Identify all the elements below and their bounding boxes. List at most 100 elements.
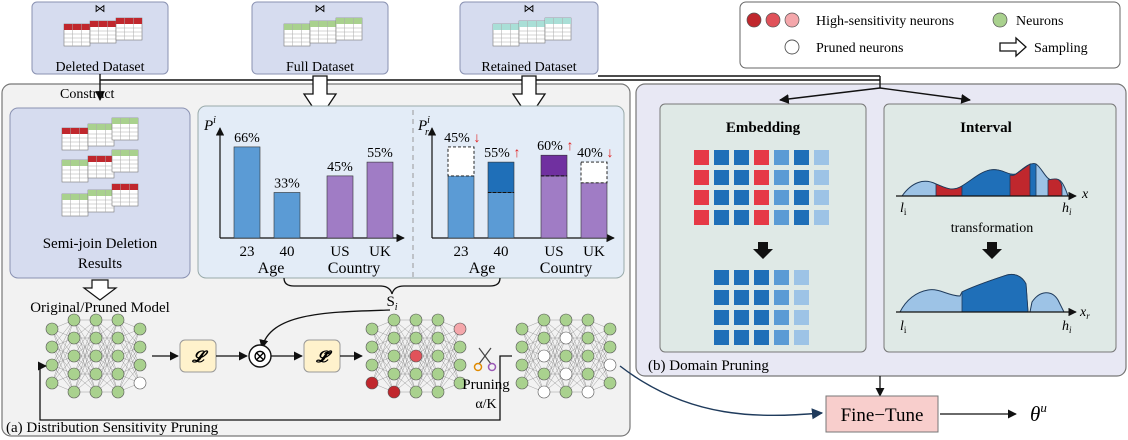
interval-high-region-3: [1047, 178, 1063, 197]
embedding-cell: [714, 150, 729, 165]
embedding-card: Embedding: [659, 103, 867, 353]
neuron: [409, 331, 423, 345]
neuron: [431, 349, 445, 363]
neuron: [515, 340, 529, 354]
legend-neurons: Neurons: [1016, 14, 1063, 29]
tick-UK: UK: [583, 244, 605, 260]
interval-l-top: li: [900, 201, 907, 217]
high-sens-neuron-light: [784, 12, 800, 28]
trend-US: ↑: [567, 139, 574, 154]
table-icon: [89, 20, 117, 44]
embedding-cell: [774, 170, 789, 185]
dataset-connectors: [95, 74, 971, 104]
neuron: [365, 358, 379, 372]
bar-40: [487, 192, 515, 239]
neuron: [537, 313, 551, 327]
embedding-cell: [814, 150, 829, 165]
left-age-label: Age: [258, 260, 285, 277]
bar-23: [447, 175, 475, 239]
neuron: [537, 367, 551, 381]
neuron: [387, 313, 401, 327]
neuron: [537, 349, 551, 363]
neuron: [67, 385, 81, 399]
embedding-cell: [774, 290, 789, 305]
left-country-label: Country: [328, 260, 380, 277]
embedding-cell: [774, 190, 789, 205]
neuron: [133, 358, 147, 372]
bar-label-US: 45%: [327, 160, 353, 175]
bar-23: [233, 146, 261, 239]
neuron: [603, 376, 617, 390]
embedding-cell: [714, 330, 729, 345]
bar-label-23: 66%: [234, 131, 260, 146]
neuron: [45, 340, 59, 354]
neuron: [111, 349, 125, 363]
bar-UK: [366, 161, 394, 239]
neuron: [559, 385, 573, 399]
neuron: [453, 340, 467, 354]
left-ylabel: Pi: [203, 115, 216, 134]
table-icon: [518, 20, 546, 44]
ratio-label: α/K: [475, 397, 496, 412]
construct-label: Construct: [60, 87, 115, 102]
flow-arrows-left: [37, 351, 512, 421]
interval-h-top: hi: [1062, 201, 1072, 217]
model-label: Original/Pruned Model: [30, 300, 170, 316]
neuron: [453, 322, 467, 336]
neuron: [515, 376, 529, 390]
bar-UK: [580, 182, 608, 239]
neuron: [431, 331, 445, 345]
neuron: [111, 313, 125, 327]
right-country-label: Country: [540, 260, 592, 277]
bar-US: [540, 175, 568, 239]
embedding-cell: [754, 290, 769, 305]
retained-dataset-label: Retained Dataset: [481, 60, 576, 75]
embedding-cell: [814, 190, 829, 205]
neuron: [89, 313, 103, 327]
neuron: [603, 322, 617, 336]
neuron: [45, 358, 59, 372]
trend-UK: ↓: [607, 146, 614, 161]
bar-label-40: 33%: [274, 176, 300, 191]
embedding-cell: [794, 330, 809, 345]
embedding-cell: [754, 310, 769, 325]
embedding-cell: [774, 270, 789, 285]
sensitivity-network: [365, 313, 467, 399]
embedding-cell: [734, 170, 749, 185]
bar-gain-US: [540, 154, 568, 177]
interval-title: Interval: [960, 120, 1012, 136]
embedding-cell: [734, 210, 749, 225]
neuron: [387, 385, 401, 399]
s-label: Si: [386, 294, 397, 313]
table-icon: [283, 23, 311, 47]
neuron: [453, 358, 467, 372]
tick-40: 40: [494, 244, 509, 260]
embedding-cell: [774, 210, 789, 225]
neuron: [45, 376, 59, 390]
embedding-cell: [734, 310, 749, 325]
tick-US: US: [330, 244, 349, 260]
embedding-cell: [814, 210, 829, 225]
table-icon: [61, 127, 89, 151]
embedding-cell: [714, 170, 729, 185]
high-sens-neuron-mid: [765, 12, 781, 28]
embedding-cell: [714, 310, 729, 325]
neuron: [431, 313, 445, 327]
bar-label-23: 45%: [444, 131, 470, 146]
bar-label-US: 60%: [537, 139, 563, 154]
embedding-cell: [814, 170, 829, 185]
deleted-dataset-card: ⋈ Deleted Dataset: [31, 1, 169, 75]
embedding-cell: [794, 190, 809, 205]
embedding-cell: [734, 290, 749, 305]
pruned-network: [515, 313, 617, 399]
neuron: [515, 358, 529, 372]
embedding-cell: [774, 150, 789, 165]
trend-23: ↓: [474, 131, 481, 146]
table-icon: [63, 23, 91, 47]
distribution-chart-box: [197, 105, 625, 279]
legend-pruned-dot: [784, 39, 800, 55]
neuron: [67, 331, 81, 345]
embedding-cell: [774, 310, 789, 325]
